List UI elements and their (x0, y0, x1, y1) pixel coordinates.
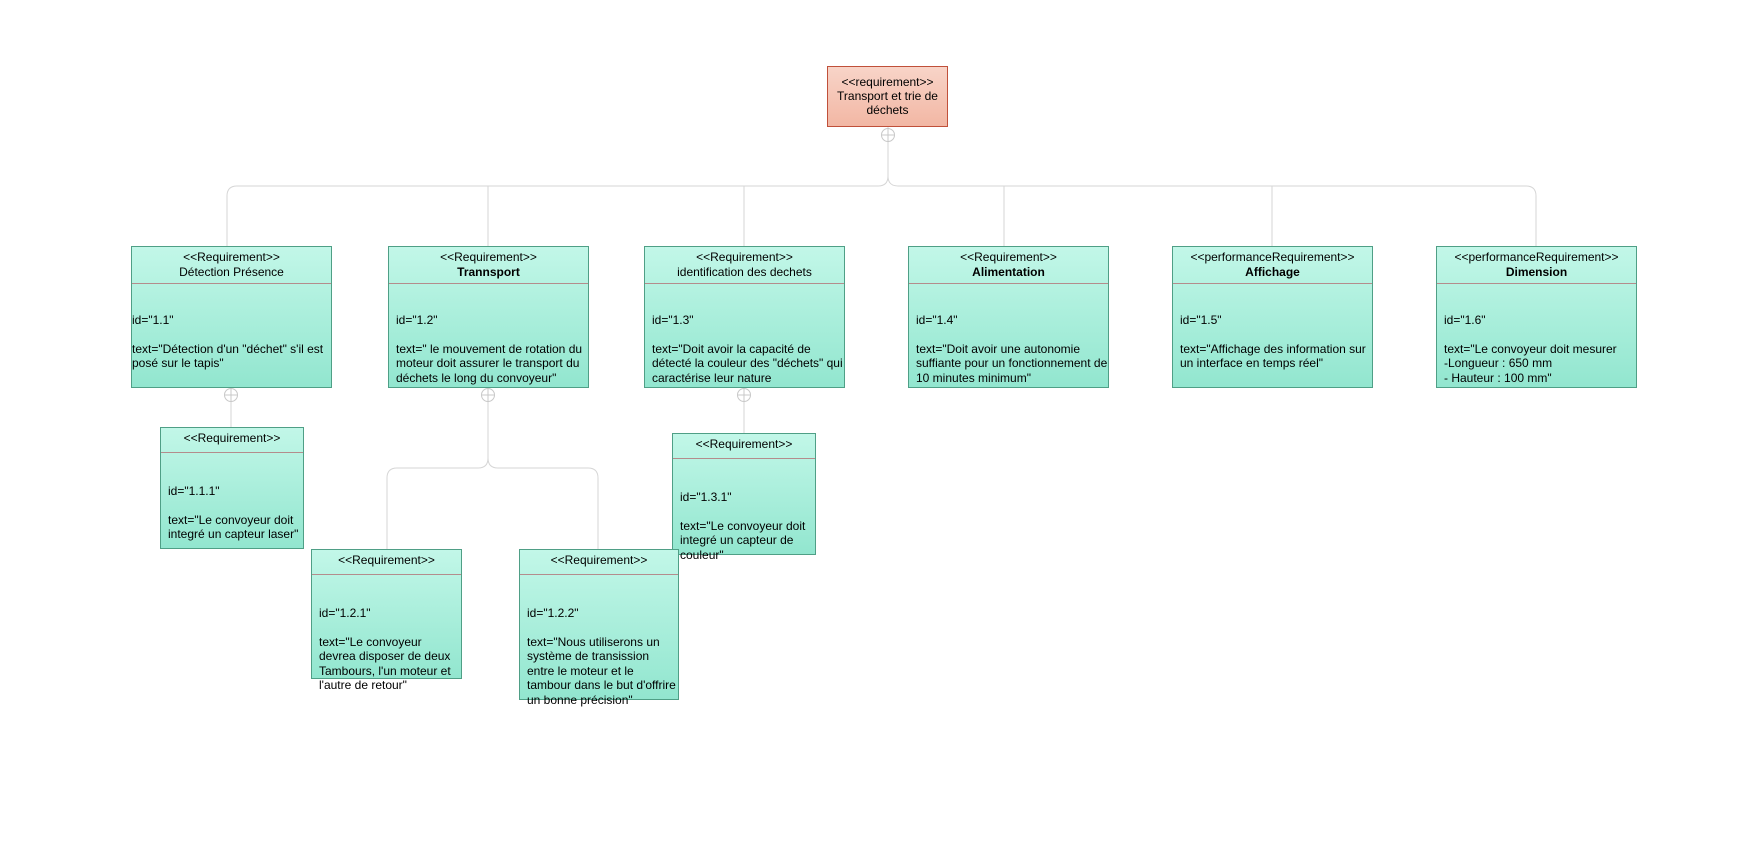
requirement-id: id="1.2.2" (527, 605, 579, 620)
requirement-box-1-2-1[interactable]: <<Requirement>> id="1.2.1" text="Le conv… (311, 549, 462, 692)
requirement-header: <<Requirement>> (673, 434, 815, 459)
requirement-header: <<performanceRequirement>> Affichage (1173, 247, 1372, 284)
connector-1-2-to-1-2-2 (487, 457, 599, 549)
requirement-header: <<performanceRequirement>> Dimension (1437, 247, 1636, 284)
requirement-text: text="Le convoyeur devrea disposer de de… (319, 634, 451, 693)
requirement-stereotype: <<performanceRequirement>> (1190, 250, 1355, 264)
connector-root-1-1 (226, 127, 889, 246)
requirement-header: <<Requirement>> Détection Présence (132, 247, 331, 284)
requirement-text: text="Le convoyeur doit mesurer -Longueu… (1444, 341, 1617, 385)
requirement-box-1-2-2[interactable]: <<Requirement>> id="1.2.2" text="Nous ut… (519, 549, 679, 707)
requirement-stereotype: <<Requirement>> (960, 250, 1057, 264)
requirement-name: Affichage (1245, 264, 1300, 279)
requirement-text: text="Affichage des information sur un i… (1180, 341, 1366, 371)
root-name: Transport et trie de déchets (837, 89, 938, 117)
requirement-id: id="1.5" (1180, 312, 1222, 327)
requirement-body: id="1.2.1" text="Le convoyeur devrea dis… (312, 575, 461, 707)
requirement-stereotype: <<Requirement>> (338, 553, 435, 567)
requirement-header: <<Requirement>> Alimentation (909, 247, 1108, 284)
requirement-body: id="1.6" text="Le convoyeur doit mesurer… (1437, 284, 1636, 400)
requirement-text: text="Détection d'un "déchet" s'il est p… (132, 341, 324, 371)
containment-anchor-1-1 (224, 388, 238, 402)
requirement-header: <<Requirement>> Trannsport (389, 247, 588, 284)
requirement-header: <<Requirement>> (161, 428, 303, 453)
requirement-box-1-4[interactable]: <<Requirement>> Alimentation id="1.4" te… (908, 246, 1109, 388)
requirement-stereotype: <<Requirement>> (550, 553, 648, 567)
root-stereotype: <<requirement>> (841, 75, 934, 89)
requirement-header: <<Requirement>> (312, 550, 461, 575)
requirement-body: id="1.5" text="Affichage des information… (1173, 284, 1372, 385)
requirement-box-1-3[interactable]: <<Requirement>> identification des deche… (644, 246, 845, 388)
requirement-header: <<Requirement>> (520, 550, 678, 575)
connector-root-1-4 (887, 175, 1537, 246)
requirement-text: text="Le convoyeur doit integré un capte… (680, 518, 806, 562)
requirement-body: id="1.1" text="Détection d'un "déchet" s… (132, 284, 331, 385)
requirement-text: text="Nous utiliserons un système de tra… (527, 634, 676, 707)
requirement-body: id="1.1.1" text="Le convoyeur doit integ… (161, 453, 303, 556)
requirement-name: Trannsport (457, 264, 520, 279)
requirement-box-1-1[interactable]: <<Requirement>> Détection Présence id="1… (131, 246, 332, 388)
requirement-text: text=" le mouvement de rotation du moteu… (396, 341, 583, 385)
containment-anchor-1-3 (737, 388, 751, 402)
requirement-box-1-3-1[interactable]: <<Requirement>> id="1.3.1" text="Le conv… (672, 433, 816, 562)
requirement-text: text="Doit avoir une autonomie suffiante… (916, 341, 1108, 385)
requirement-stereotype: <<Requirement>> (183, 250, 280, 264)
requirement-id: id="1.3.1" (680, 489, 732, 504)
connector-1-2-to-1-2-1 (386, 388, 489, 549)
requirement-stereotype: <<Requirement>> (695, 437, 793, 451)
requirement-box-1-2[interactable]: <<Requirement>> Trannsport id="1.2" text… (388, 246, 589, 388)
requirement-stereotype: <<performanceRequirement>> (1454, 250, 1619, 264)
requirement-id: id="1.1" (132, 312, 174, 327)
requirement-body: id="1.2" text=" le mouvement de rotation… (389, 284, 588, 400)
requirement-stereotype: <<Requirement>> (696, 250, 793, 264)
containment-anchor-1-2 (481, 388, 495, 402)
requirement-id: id="1.1.1" (168, 483, 220, 498)
requirement-id: id="1.3" (652, 312, 694, 327)
requirement-body: id="1.4" text="Doit avoir une autonomie … (909, 284, 1108, 400)
requirement-stereotype: <<Requirement>> (440, 250, 537, 264)
requirement-name: Détection Présence (179, 264, 284, 279)
requirement-body: id="1.2.2" text="Nous utiliserons un sys… (520, 575, 678, 722)
requirement-stereotype: <<Requirement>> (183, 431, 281, 445)
requirement-id: id="1.4" (916, 312, 958, 327)
requirement-header: <<Requirement>> identification des deche… (645, 247, 844, 284)
requirement-name: identification des dechets (677, 264, 812, 279)
containment-anchor-root (881, 128, 895, 142)
requirement-id: id="1.2.1" (319, 605, 371, 620)
root-requirement-box[interactable]: <<requirement>> Transport et trie de déc… (827, 66, 948, 127)
requirement-name: Alimentation (972, 264, 1045, 279)
requirement-text: text="Doit avoir la capacité de détecté … (652, 341, 843, 385)
requirement-id: id="1.2" (396, 312, 438, 327)
requirement-text: text="Le convoyeur doit integré un capte… (168, 512, 299, 542)
requirement-box-1-5[interactable]: <<performanceRequirement>> Affichage id=… (1172, 246, 1373, 388)
requirement-id: id="1.6" (1444, 312, 1486, 327)
requirement-name: Dimension (1505, 264, 1568, 279)
requirement-body: id="1.3.1" text="Le convoyeur doit integ… (673, 459, 815, 577)
requirement-body: id="1.3" text="Doit avoir la capacité de… (645, 284, 844, 400)
requirement-box-1-6[interactable]: <<performanceRequirement>> Dimension id=… (1436, 246, 1637, 388)
requirement-box-1-1-1[interactable]: <<Requirement>> id="1.1.1" text="Le conv… (160, 427, 304, 549)
